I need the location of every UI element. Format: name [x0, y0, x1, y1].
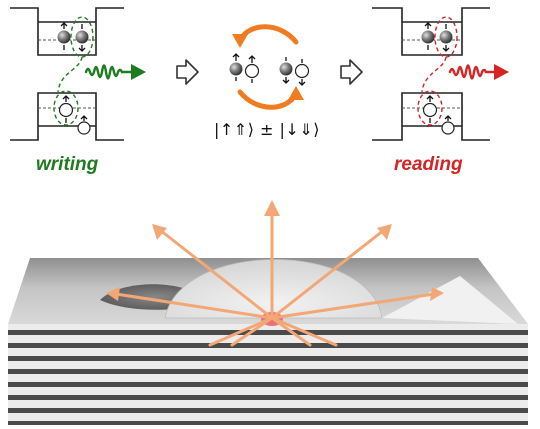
layered-chip	[8, 258, 528, 425]
writing-label: writing	[36, 154, 99, 175]
spin-ball-icon	[422, 102, 438, 118]
writing-energy-diagram	[10, 7, 146, 141]
spin-ball-icon	[77, 121, 91, 135]
photon-wave-icon	[448, 64, 502, 80]
spin-ball-icon	[421, 30, 435, 44]
emission-arrows	[114, 210, 436, 347]
spin-cycle-diagram	[229, 24, 310, 110]
hollow-right-arrow-icon	[340, 59, 363, 85]
spin-ball-icon	[279, 62, 293, 76]
spin-ball-icon	[57, 30, 71, 44]
superposition-state-label: |↑⇑⟩ ± |↓⇓⟩	[214, 120, 320, 139]
spin-ball-icon	[294, 63, 310, 79]
photon-wave-icon	[84, 64, 140, 80]
spin-ball-icon	[244, 63, 260, 79]
spin-ball-icon	[439, 30, 453, 44]
spin-ball-icon	[441, 121, 455, 135]
hollow-right-arrow-icon	[176, 59, 199, 85]
reading-label: reading	[394, 154, 463, 175]
spin-ball-icon	[229, 62, 243, 76]
dbr-layers	[8, 330, 528, 425]
reading-energy-diagram	[372, 7, 509, 141]
spin-ball-icon	[58, 102, 74, 118]
spin-ball-icon	[75, 30, 89, 44]
